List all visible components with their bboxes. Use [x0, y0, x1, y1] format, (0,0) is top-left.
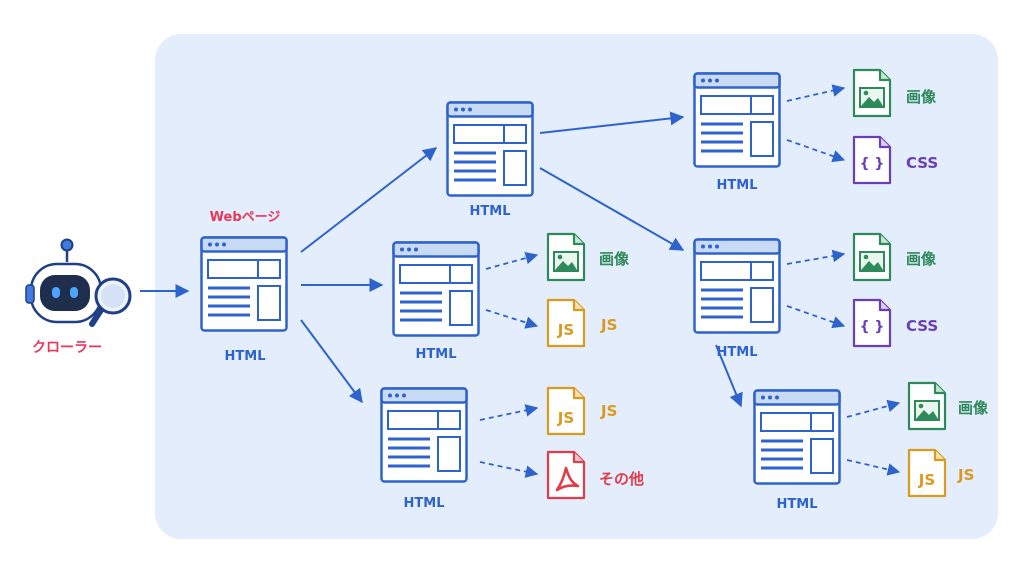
css-glyph: { }: [860, 156, 885, 172]
arrow-l2-bot-to-other: [479, 461, 539, 478]
image-file-icon: [852, 232, 892, 282]
page-l2-top: [446, 101, 534, 197]
start-page-window: [200, 236, 288, 332]
page-l2-mid: [392, 241, 480, 337]
arrow-start-to-l2-bot: [300, 319, 363, 404]
link-arrows: [140, 111, 743, 408]
js-glyph: JS: [557, 321, 574, 339]
magnifier-icon: [89, 277, 132, 327]
page-l3-mid: [693, 238, 781, 334]
l3-mid-image-label: 画像: [906, 250, 937, 268]
css-glyph: { }: [860, 319, 885, 335]
arrow-l3-top-to-image: [786, 84, 846, 102]
page-l2-bot-label: HTML: [404, 496, 445, 511]
js-glyph: JS: [918, 471, 935, 489]
image-file-icon: [546, 232, 586, 282]
arrow-start-to-l2-top: [300, 147, 438, 253]
arrow-l2-top-to-l3-top: [539, 111, 685, 134]
arrow-l3-mid-to-image: [786, 249, 846, 265]
l3-top-image-label: 画像: [906, 88, 937, 106]
l4-js-label: JS: [957, 466, 974, 484]
js-glyph: JS: [557, 409, 574, 427]
crawler-robot: [25, 238, 132, 327]
start-page-label: HTML: [225, 349, 266, 364]
pdf-file-icon: [546, 450, 586, 500]
l3-mid-css-label: CSS: [906, 317, 938, 335]
page-l4: [753, 389, 841, 485]
resource-arrows: [479, 84, 901, 478]
l2-bot-js-label: JS: [600, 402, 617, 420]
arrow-l3-top-to-css: [786, 139, 846, 163]
page-l3-top: [693, 72, 781, 168]
l4-image-label: 画像: [958, 399, 989, 417]
arrow-l3-mid-to-css: [786, 305, 846, 329]
image-file-icon: [907, 381, 947, 431]
page-l2-top-label: HTML: [470, 204, 511, 219]
l2-bot-other-label: その他: [599, 470, 644, 488]
crawler-label: クローラー: [32, 340, 102, 356]
arrow-l2-bot-to-js: [479, 404, 539, 421]
page-l2-mid-label: HTML: [416, 347, 457, 362]
arrow-l3-mid-to-l4: [715, 344, 743, 408]
l2-mid-js-label: JS: [600, 316, 617, 334]
start-page-caption: Webページ: [210, 210, 281, 225]
page-l3-top-label: HTML: [717, 178, 758, 193]
arrow-l2-top-to-l3-mid: [539, 167, 685, 251]
page-l4-label: HTML: [777, 497, 818, 512]
page-l3-mid-label: HTML: [717, 345, 758, 360]
image-file-icon: [852, 68, 892, 118]
page-l2-bot: [380, 387, 468, 483]
l2-mid-image-label: 画像: [599, 250, 630, 268]
l3-top-css-label: CSS: [906, 154, 938, 172]
